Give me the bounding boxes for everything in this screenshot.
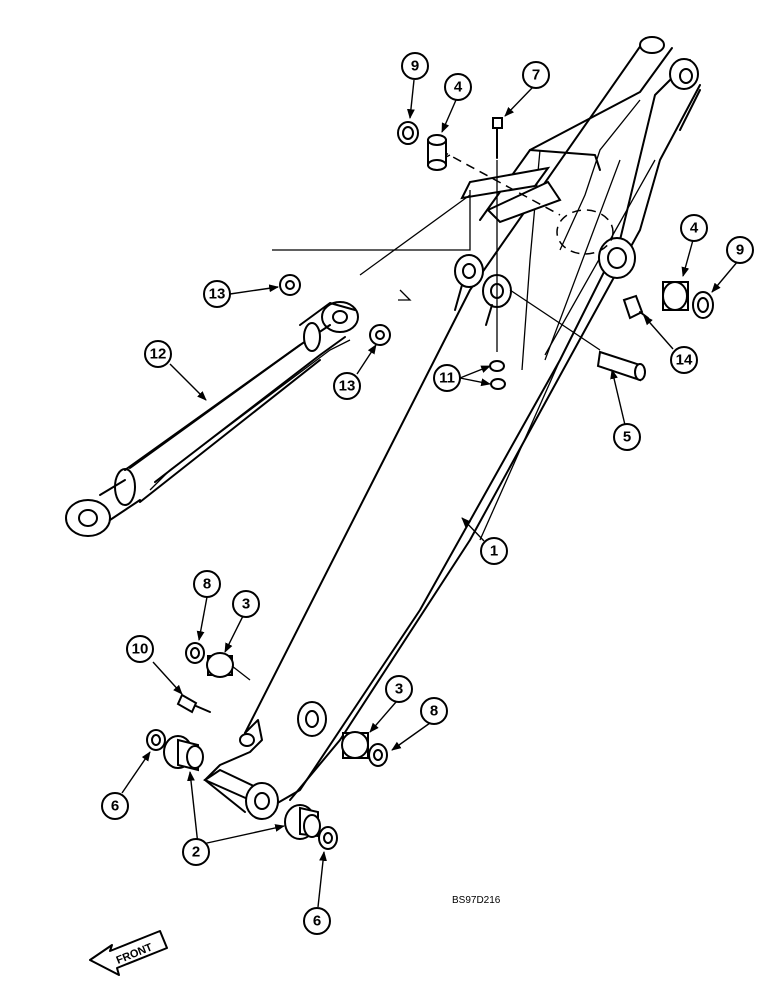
callout-6-upper: 6 bbox=[101, 792, 129, 820]
svg-text:8: 8 bbox=[203, 576, 211, 593]
callout-13-upper: 13 bbox=[203, 280, 231, 308]
part-13-washer-upper bbox=[279, 274, 301, 296]
svg-text:13: 13 bbox=[339, 378, 356, 395]
boom-frame bbox=[202, 36, 701, 820]
svg-text:3: 3 bbox=[242, 596, 250, 613]
callout-6-lower: 6 bbox=[303, 907, 331, 935]
front-label: FRONT bbox=[115, 941, 155, 966]
svg-text:5: 5 bbox=[623, 429, 631, 446]
callout-13-lower: 13 bbox=[333, 372, 361, 400]
svg-text:12: 12 bbox=[150, 346, 167, 363]
part-14-grease-fitting bbox=[622, 294, 649, 320]
callout-11: 11 bbox=[433, 364, 461, 392]
callout-9-right: 9 bbox=[726, 236, 754, 264]
svg-text:3: 3 bbox=[395, 681, 403, 698]
svg-text:6: 6 bbox=[313, 913, 321, 930]
part-8-washer-right bbox=[368, 743, 388, 767]
svg-text:4: 4 bbox=[454, 79, 463, 96]
callout-8-right: 8 bbox=[420, 697, 448, 725]
callout-2: 2 bbox=[182, 838, 210, 866]
callout-8-left: 8 bbox=[193, 570, 221, 598]
part-6-washer-upper bbox=[146, 729, 166, 751]
svg-text:9: 9 bbox=[411, 58, 419, 75]
callout-3-left: 3 bbox=[232, 590, 260, 618]
callout-4-right: 4 bbox=[680, 214, 708, 242]
part-3-bushing-left bbox=[206, 652, 251, 681]
callout-4-top: 4 bbox=[444, 73, 472, 101]
boom-cylinder bbox=[65, 190, 471, 537]
callout-5: 5 bbox=[613, 423, 641, 451]
part-9-washer-top bbox=[397, 121, 419, 145]
part-7-bolt bbox=[492, 117, 503, 352]
part-4-bushing-top bbox=[427, 134, 447, 171]
svg-text:9: 9 bbox=[736, 242, 744, 259]
callout-3-right: 3 bbox=[385, 675, 413, 703]
svg-text:14: 14 bbox=[676, 352, 693, 369]
svg-text:7: 7 bbox=[532, 67, 540, 84]
part-4-bushing-right bbox=[662, 281, 689, 311]
svg-text:6: 6 bbox=[111, 798, 119, 815]
part-9-washer-right bbox=[692, 291, 714, 319]
svg-text:4: 4 bbox=[690, 220, 699, 237]
part-10-grease-fitting bbox=[176, 693, 211, 714]
callout-14: 14 bbox=[670, 346, 698, 374]
part-8-washer-left bbox=[185, 642, 205, 664]
svg-text:11: 11 bbox=[439, 370, 455, 387]
part-6-washer-lower bbox=[318, 826, 338, 850]
callout-9-top: 9 bbox=[401, 52, 429, 80]
callout-10: 10 bbox=[126, 635, 154, 663]
part-2-flange-bushing-upper bbox=[163, 735, 204, 772]
callout-12: 12 bbox=[144, 340, 172, 368]
svg-text:13: 13 bbox=[209, 286, 226, 303]
callout-7: 7 bbox=[522, 61, 550, 89]
reference-code: BS97D216 bbox=[452, 895, 501, 906]
part-5-pin bbox=[596, 350, 646, 382]
front-direction-arrow: FRONT bbox=[89, 930, 168, 976]
svg-text:2: 2 bbox=[192, 844, 200, 861]
svg-text:1: 1 bbox=[490, 543, 498, 560]
svg-text:10: 10 bbox=[132, 641, 149, 658]
part-11-nuts bbox=[489, 360, 506, 390]
part-13-washer-lower bbox=[369, 324, 391, 346]
part-2-flange-bushing-lower bbox=[284, 804, 321, 840]
svg-text:8: 8 bbox=[430, 703, 438, 720]
leader-lines bbox=[121, 79, 739, 908]
part-3-bushing-right bbox=[341, 731, 369, 759]
callout-1: 1 bbox=[480, 537, 508, 565]
